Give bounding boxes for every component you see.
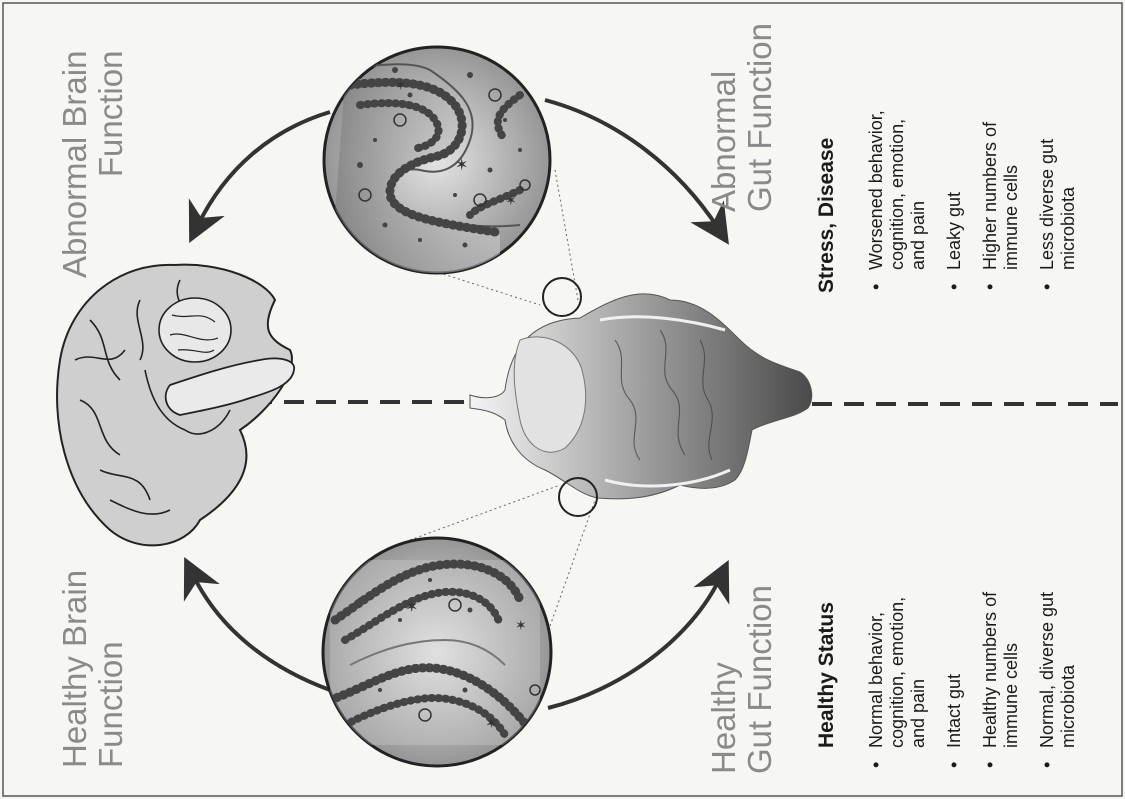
arrow-icon bbox=[545, 100, 718, 228]
digestive-tract-icon bbox=[470, 278, 812, 516]
item-line: Healthy numbers of bbox=[980, 592, 1001, 748]
svg-text:✶: ✶ bbox=[505, 193, 517, 209]
healthy-gut-label: Healthy Gut Function bbox=[706, 585, 778, 774]
label-line: Function bbox=[93, 51, 129, 278]
item-line: cognition, emotion, bbox=[887, 592, 908, 748]
gut-zoom-marker-top bbox=[543, 278, 581, 316]
svg-text:✶: ✶ bbox=[455, 155, 468, 174]
list-item: Worsened behavior, cognition, emotion, a… bbox=[866, 110, 929, 292]
intestinal-villi-icon: ✶ ✶ ✶ bbox=[323, 538, 551, 766]
label-line: Function bbox=[93, 570, 129, 768]
list-item: Leaky gut bbox=[944, 110, 965, 292]
list-item: Healthy numbers of immune cells bbox=[980, 592, 1022, 770]
item-line: microbiota bbox=[1058, 592, 1079, 748]
abnormal-gut-label: Abnormal Gut Function bbox=[706, 23, 778, 212]
arrow-icon bbox=[548, 578, 720, 708]
svg-text:✶: ✶ bbox=[395, 78, 407, 94]
arrow-icon bbox=[198, 112, 330, 225]
label-line: Healthy Brain bbox=[57, 570, 93, 768]
label-line: Abnormal Brain bbox=[57, 51, 93, 278]
item-line: and pain bbox=[908, 592, 929, 748]
intestinal-villi-icon: ✶ ✶ ✶ bbox=[324, 47, 550, 280]
item-line: Normal behavior, bbox=[866, 592, 887, 748]
healthy-list: Normal behavior, cognition, emotion, and… bbox=[866, 592, 1094, 770]
svg-text:✶: ✶ bbox=[515, 618, 527, 634]
healthy-heading: Healthy Status bbox=[815, 602, 839, 748]
stress-heading: Stress, Disease bbox=[815, 138, 839, 293]
brain-icon bbox=[57, 265, 294, 546]
label-line: Gut Function bbox=[742, 585, 778, 774]
item-line: Higher numbers of bbox=[980, 110, 1001, 270]
item-line: Intact gut bbox=[944, 592, 965, 748]
svg-text:✶: ✶ bbox=[405, 597, 418, 616]
svg-text:✶: ✶ bbox=[485, 714, 498, 732]
item-line: microbiota bbox=[1058, 110, 1079, 270]
item-line: Less diverse gut bbox=[1037, 110, 1058, 270]
abnormal-brain-label: Abnormal Brain Function bbox=[57, 51, 129, 278]
item-line: Leaky gut bbox=[944, 110, 965, 270]
label-line: Abnormal bbox=[706, 23, 742, 212]
list-item: Normal behavior, cognition, emotion, and… bbox=[866, 592, 929, 770]
item-line: Normal, diverse gut bbox=[1037, 592, 1058, 748]
item-line: immune cells bbox=[1001, 110, 1022, 270]
stress-list: Worsened behavior, cognition, emotion, a… bbox=[866, 110, 1094, 292]
list-item: Normal, diverse gut microbiota bbox=[1037, 592, 1079, 770]
item-line: cognition, emotion, bbox=[887, 110, 908, 270]
item-line: and pain bbox=[908, 110, 929, 270]
item-line: immune cells bbox=[1001, 592, 1022, 748]
list-item: Higher numbers of immune cells bbox=[980, 110, 1022, 292]
healthy-brain-label: Healthy Brain Function bbox=[57, 570, 129, 768]
label-line: Healthy bbox=[706, 585, 742, 774]
arrow-icon bbox=[193, 575, 330, 690]
list-item: Less diverse gut microbiota bbox=[1037, 110, 1079, 292]
list-item: Intact gut bbox=[944, 592, 965, 770]
label-line: Gut Function bbox=[742, 23, 778, 212]
item-line: Worsened behavior, bbox=[866, 110, 887, 270]
